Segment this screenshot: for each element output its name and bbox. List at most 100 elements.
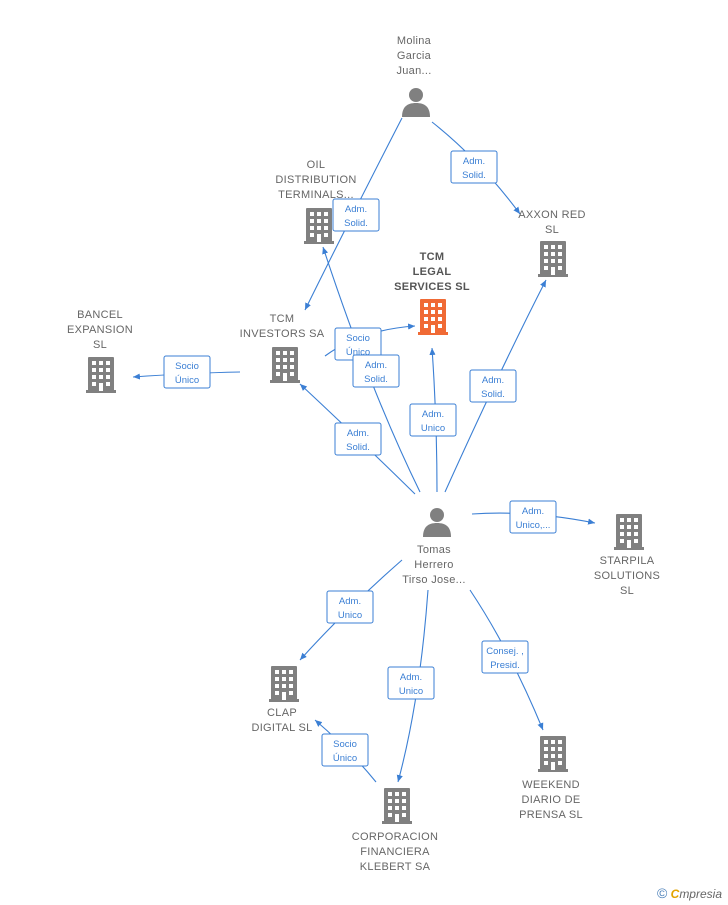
- brand-logo-initial: C: [670, 887, 680, 901]
- node-label: OIL: [307, 159, 326, 171]
- node-label: INVESTORS SA: [240, 328, 325, 340]
- node-axxon[interactable]: AXXON RED SL: [518, 209, 586, 277]
- edge-label-tomas-to-oil[interactable]: Adm. Solid.: [352, 354, 400, 388]
- edge-label-text: Adm.: [347, 428, 369, 439]
- node-label: FINANCIERA: [360, 846, 430, 858]
- node-label: TCM: [420, 251, 445, 263]
- node-label: SL: [545, 224, 559, 236]
- node-label: SOLUTIONS: [594, 570, 660, 582]
- edge-label-text: Adm.: [422, 409, 444, 420]
- node-label: DIGITAL SL: [251, 722, 312, 734]
- building-icon: [538, 736, 568, 772]
- node-oil[interactable]: OIL DISTRIBUTION TERMINALS...: [275, 159, 356, 244]
- edge-label-tomas-to-weekend[interactable]: Consej. , Presid.: [481, 640, 529, 674]
- edge-label-tomas-to-starpila[interactable]: Adm. Unico,...: [509, 500, 557, 534]
- node-label: LEGAL: [413, 266, 452, 278]
- edge-label-text: Unico,...: [516, 520, 551, 531]
- node-tcm_legal[interactable]: TCM LEGAL SERVICES SL: [394, 251, 470, 335]
- node-label: SL: [93, 339, 107, 351]
- edge-label-box: [409, 403, 457, 437]
- footer-brand: © Cmpresia: [657, 885, 722, 901]
- node-label: DIARIO DE: [522, 794, 581, 806]
- edge-label-text: Adm.: [345, 204, 367, 215]
- building-icon: [538, 241, 568, 277]
- node-label: PRENSA SL: [519, 809, 583, 821]
- node-clap[interactable]: CLAP DIGITAL SL: [251, 666, 312, 734]
- person-icon: [423, 508, 451, 537]
- edge-label-text: Único: [333, 753, 357, 764]
- edge-label-tomas-to-corporacion[interactable]: Adm.Unico: [387, 666, 435, 700]
- edge-label-text: Adm.: [365, 360, 387, 371]
- edge-label-text: Único: [175, 375, 199, 386]
- node-label: TCM: [270, 313, 295, 325]
- building-icon: [304, 208, 334, 244]
- edge-label-box: [334, 422, 382, 456]
- edge-label-box: [163, 355, 211, 389]
- node-tcm_investors[interactable]: TCM INVESTORS SA: [240, 313, 325, 383]
- building-icon: [382, 788, 412, 824]
- building-icon: [270, 347, 300, 383]
- edge-label-box: [352, 354, 400, 388]
- node-label: WEEKEND: [522, 779, 580, 791]
- edge-label-text: Solid.: [344, 218, 368, 229]
- node-label: Juan...: [396, 65, 431, 77]
- edge-label-text: Adm.: [482, 375, 504, 386]
- edge-label-molina-to-tcm_investors[interactable]: Adm. Solid.: [332, 198, 380, 232]
- node-label: CLAP: [267, 707, 297, 719]
- edge-label-box: [387, 666, 435, 700]
- edge-label-text: Solid.: [346, 442, 370, 453]
- node-label: AXXON RED: [518, 209, 586, 221]
- node-label: SL: [620, 585, 634, 597]
- edge-label-text: Socio: [346, 333, 370, 344]
- building-icon: [86, 357, 116, 393]
- edge-label-text: Adm.: [522, 506, 544, 517]
- edge-label-box: [332, 198, 380, 232]
- edge-label-text: Único: [346, 347, 370, 358]
- edge-label-text: Solid.: [481, 389, 505, 400]
- node-weekend[interactable]: WEEKEND DIARIO DE PRENSA SL: [519, 736, 583, 821]
- node-label: Tirso Jose...: [402, 574, 465, 586]
- brand-logo-text: mpresia: [679, 887, 722, 901]
- edge-label-text: Socio: [333, 739, 357, 750]
- edge-label-text: Socio: [175, 361, 199, 372]
- building-icon: [418, 299, 448, 335]
- node-starpila[interactable]: STARPILA SOLUTIONS SL: [594, 514, 660, 597]
- node-label: SERVICES SL: [394, 281, 470, 293]
- node-label: EXPANSION: [67, 324, 133, 336]
- node-molina[interactable]: MolinaGarciaJuan...: [396, 35, 431, 117]
- building-icon: [614, 514, 644, 550]
- edge-label-box: [481, 640, 529, 674]
- edge-label-tomas-to-tcm_investors[interactable]: Adm. Solid.: [334, 422, 382, 456]
- edge-label-text: Unico: [421, 423, 445, 434]
- edge-label-text: Consej. ,: [486, 646, 524, 657]
- edge-label-text: Solid.: [462, 170, 486, 181]
- edge-label-box: [450, 150, 498, 184]
- edge-label-box: [326, 590, 374, 624]
- node-label: STARPILA: [600, 555, 655, 567]
- edge-label-text: Solid.: [364, 374, 388, 385]
- node-label: Herrero: [414, 559, 453, 571]
- building-icon: [269, 666, 299, 702]
- edge-label-tomas-to-tcm_legal[interactable]: Adm. Unico: [409, 403, 457, 437]
- edge-label-box: [469, 369, 517, 403]
- edge-label-box: [509, 500, 557, 534]
- person-icon: [402, 88, 430, 117]
- edge-label-text: Adm.: [400, 672, 422, 683]
- edge-label-tomas-to-clap[interactable]: Adm. Unico: [326, 590, 374, 624]
- edge-label-text: Presid.: [490, 660, 520, 671]
- edge-label-tomas-to-axxon[interactable]: Adm. Solid.: [469, 369, 517, 403]
- edge-label-text: Unico: [338, 610, 362, 621]
- node-label: TERMINALS...: [278, 189, 354, 201]
- node-label: CORPORACION: [352, 831, 438, 843]
- node-label: Tomas: [417, 544, 451, 556]
- edge-label-text: Adm.: [339, 596, 361, 607]
- edge-label-text: Adm.: [463, 156, 485, 167]
- node-label: DISTRIBUTION: [275, 174, 356, 186]
- edge-label-molina-to-axxon[interactable]: Adm. Solid.: [450, 150, 498, 184]
